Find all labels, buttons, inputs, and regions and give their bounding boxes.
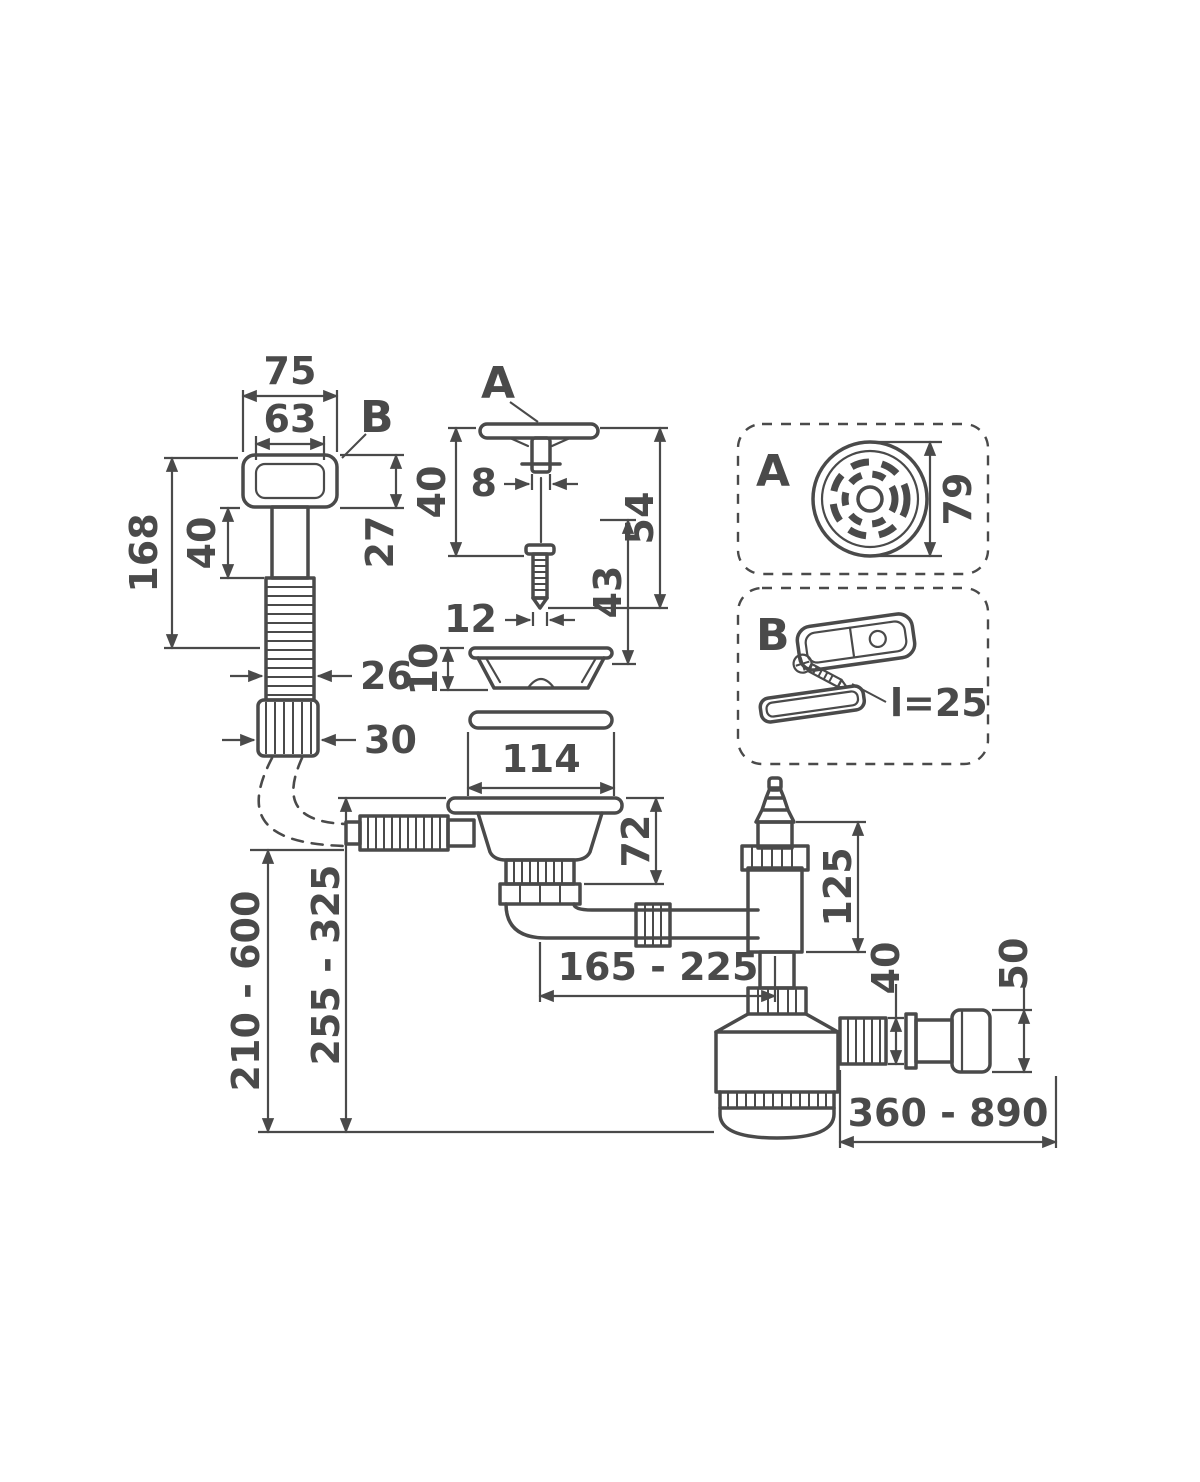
dim-cap-drop: 40 <box>410 466 454 519</box>
dim-overflow-drop: 40 <box>180 517 224 570</box>
overflow-cover-housing <box>795 612 917 672</box>
plug-screw <box>524 543 556 610</box>
dim-overflow-depth: 27 <box>358 516 402 569</box>
dim-height-54: 54 <box>618 492 662 545</box>
dim-offset-range: 165 - 225 <box>558 945 759 989</box>
cover-plate <box>758 684 867 724</box>
callout-a: A <box>481 358 515 409</box>
dim-hose-length-range: 210 - 600 <box>224 891 268 1092</box>
dim-cover-diameter: 79 <box>936 473 980 526</box>
dim-pin-width: 8 <box>471 461 497 505</box>
overflow-hose <box>256 576 320 758</box>
round-overflow-cover <box>811 440 929 558</box>
detail-a-label: A <box>756 446 790 497</box>
plug-dimensions: A 8 40 54 43 12 10 114 <box>402 358 668 796</box>
dim-flange-diameter: 114 <box>501 737 580 781</box>
dim-overflow-height: 168 <box>122 513 166 592</box>
callout-b: B <box>360 392 394 443</box>
dim-overflow-inner-width: 63 <box>264 397 317 441</box>
inlet-hose-horizontal <box>344 814 476 852</box>
dim-nut-diameter: 30 <box>364 718 417 762</box>
dim-overflow-outer-width: 75 <box>264 349 317 393</box>
tee-with-dishwasher-barb <box>740 776 810 954</box>
strainer-basket <box>468 646 614 690</box>
dim-basket-height: 10 <box>402 643 446 696</box>
overflow-dimensions: 75 63 B 168 40 27 26 30 <box>122 349 417 762</box>
flexible-hose-dashed <box>257 756 348 848</box>
detail-box-a: A 79 <box>736 422 990 576</box>
detail-box-b: B l=25 <box>736 586 990 766</box>
dim-screw-length: 12 <box>444 597 497 641</box>
dim-outlet-length-range: 360 - 890 <box>848 1091 1049 1135</box>
plug-cap <box>478 422 600 544</box>
dim-hose-diameter: 26 <box>360 654 413 698</box>
dim-inlet-height: 125 <box>816 847 860 926</box>
overflow-head <box>241 453 339 580</box>
detail-b-label: B <box>756 610 790 661</box>
gasket <box>468 710 614 730</box>
siphon-dimensions: 72 125 165 - 225 210 - 600 255 - 325 40 … <box>224 796 1058 1149</box>
dim-cup-height: 72 <box>614 815 658 868</box>
siphon-bottle <box>714 950 840 1140</box>
sink-strainer-body <box>446 796 624 906</box>
dim-screw-note: l=25 <box>890 681 988 725</box>
dim-outlet-d40: 40 <box>864 942 908 995</box>
outlet-connection <box>838 1008 992 1074</box>
dim-outlet-d50: 50 <box>992 938 1036 991</box>
dim-trap-height-range: 255 - 325 <box>304 865 348 1066</box>
elbow-pipe <box>504 902 760 948</box>
dim-height-43: 43 <box>586 566 630 619</box>
